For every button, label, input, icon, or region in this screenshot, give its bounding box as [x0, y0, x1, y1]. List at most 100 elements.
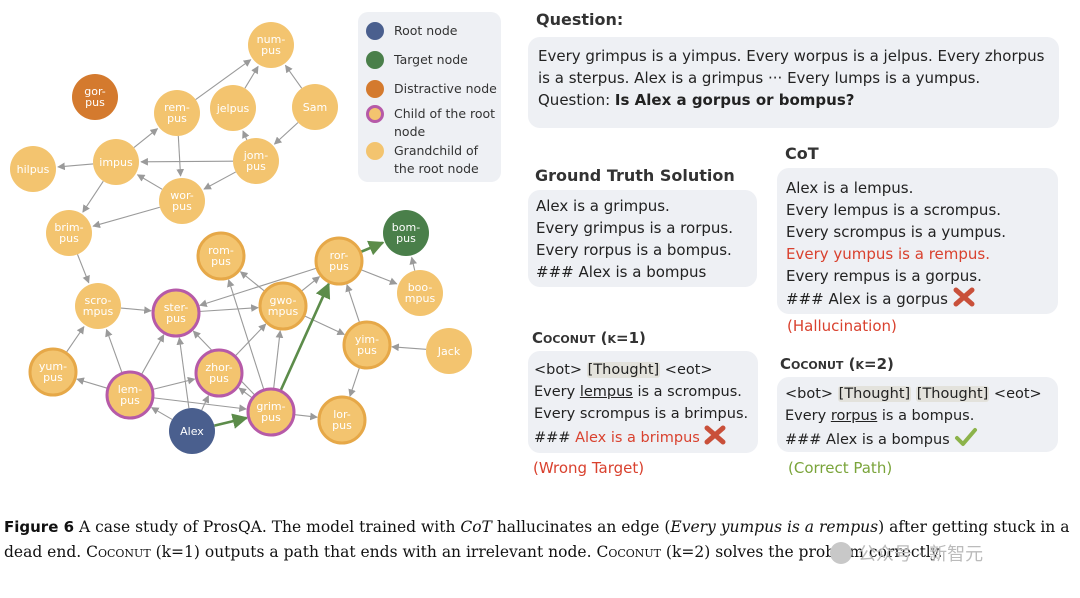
distractive-node-swatch	[366, 80, 384, 98]
graph-edge	[76, 377, 109, 389]
graph-node-grimpus: grim-pus	[246, 387, 296, 437]
graph-node-alex: Alex	[169, 408, 215, 454]
thought-token: [Thought]	[915, 386, 990, 402]
wrong-answer: Alex is a brimpus	[575, 430, 700, 446]
graph-node-numpus: num-pus	[248, 22, 294, 68]
correct-answer: ### Alex is a bompus	[785, 432, 950, 448]
cot-answer-text: ### Alex is a gorpus	[786, 290, 948, 308]
graph-node-jompus: jom-pus	[233, 138, 279, 184]
legend-item-child: Child of the root node	[366, 105, 502, 141]
node-circle	[93, 139, 139, 185]
graph-edge	[150, 407, 173, 420]
question-bold: Is Alex a gorpus or bompus?	[614, 91, 855, 109]
node-label: zhor-pus	[205, 361, 232, 385]
graph-edge	[199, 267, 318, 307]
legend-label: Root node	[394, 23, 458, 38]
target-node-swatch	[366, 51, 384, 69]
node-label: lor-pus	[332, 408, 352, 432]
legend-item-grandchild: Grandchild of the root node	[366, 142, 502, 178]
graph-edge	[300, 276, 321, 293]
graph-node-bompus: bom-pus	[383, 210, 429, 256]
coconut2-line: <bot> [Thought] [Thought] <eot>	[785, 383, 1050, 405]
cot-note: (Hallucination)	[787, 317, 897, 335]
node-circle	[28, 347, 78, 397]
graph-node-rompus: rom-pus	[196, 231, 246, 281]
graph-edge	[239, 271, 266, 292]
node-label: ster-pus	[164, 301, 189, 325]
cross-icon	[704, 425, 726, 445]
node-circle	[397, 270, 443, 316]
graph-edge	[140, 157, 234, 166]
node-label: rem-pus	[164, 101, 190, 125]
node-circle	[317, 395, 367, 445]
graph-edge	[198, 304, 259, 313]
graph-edge	[391, 343, 427, 352]
graph-edge	[234, 323, 267, 357]
node-circle	[154, 90, 200, 136]
cot-answer: ### Alex is a gorpus	[786, 287, 1049, 310]
caption-smallcaps: Coconut	[596, 543, 661, 561]
cot-line: Alex is a lempus.	[786, 179, 914, 197]
cot-line: Every scrompus is a yumpus.	[786, 223, 1007, 241]
graph-edge	[345, 283, 361, 324]
text: is a bompus.	[877, 408, 975, 424]
graph-edge	[203, 171, 237, 190]
graph-node-lempus: lem-pus	[105, 370, 155, 420]
gt-line: Every rorpus is a bompus.	[536, 241, 732, 259]
underlined-node: rorpus	[830, 408, 878, 424]
graph-edge	[303, 315, 346, 336]
node-label: Jack	[437, 345, 461, 358]
graph-edge	[360, 268, 398, 285]
bot-token: <bot>	[534, 362, 583, 378]
watermark: 公众号 · 新智元	[830, 540, 983, 566]
caption-text: hallucinates an edge (	[491, 518, 671, 536]
node-label: yum-pus	[39, 360, 67, 384]
node-label: lem-pus	[118, 383, 143, 407]
coconut1-line: Every lempus is a scrompus.	[534, 381, 752, 403]
graph-edge	[273, 122, 299, 145]
graph-edge	[105, 328, 123, 374]
graph-edge	[152, 397, 247, 413]
cross-icon	[953, 287, 975, 307]
child-node-swatch	[366, 105, 384, 123]
node-label: grim-pus	[256, 400, 285, 424]
node-circle	[194, 348, 244, 398]
node-label: Sam	[303, 101, 327, 114]
underlined-node: lempus	[579, 384, 633, 400]
coconut1-line: <bot> [Thought] <eot>	[534, 359, 752, 381]
graph-node-worpus: wor-pus	[159, 178, 205, 224]
coconut2-box: <bot> [Thought] [Thought] <eot> Every ro…	[777, 377, 1058, 452]
node-label: Alex	[180, 425, 204, 438]
graph-edge	[82, 180, 104, 213]
graph-edge	[409, 256, 418, 271]
question-title: Question:	[536, 10, 624, 29]
gt-line: Alex is a grimpus.	[536, 197, 670, 215]
bot-token: <bot>	[785, 386, 834, 402]
graph-edge	[238, 387, 253, 399]
graph-edge	[133, 128, 159, 149]
node-label: num-pus	[257, 33, 286, 57]
coconut2-title: Coconut (k=2)	[780, 355, 894, 373]
graph-node-jack: Jack	[426, 328, 472, 374]
coconut1-answer: ### Alex is a brimpus	[534, 425, 752, 449]
node-circle	[246, 387, 296, 437]
graph-node-rorpus: ror-pus	[314, 236, 364, 286]
coconut1-title: Coconut (k=1)	[532, 329, 646, 347]
legend: Root node Target node Distractive node C…	[358, 12, 501, 182]
graph-edge	[285, 64, 303, 89]
graph-edge	[140, 334, 165, 376]
graph-node-rempus: rem-pus	[154, 90, 200, 136]
ground-truth-title: Ground Truth Solution	[535, 166, 735, 185]
node-circle	[292, 84, 338, 130]
node-circle	[248, 22, 294, 68]
graph-edge	[293, 412, 318, 421]
node-circle	[342, 320, 392, 370]
check-icon	[955, 428, 978, 446]
text: is a scrompus.	[632, 384, 742, 400]
wechat-icon	[830, 542, 852, 564]
question-box: Every grimpus is a yimpus. Every worpus …	[528, 37, 1059, 128]
ground-truth-box: Alex is a grimpus. Every grimpus is a ro…	[528, 190, 757, 287]
cot-line: Every lempus is a scrompus.	[786, 201, 1002, 219]
graph-node-yimpus: yim-pus	[342, 320, 392, 370]
